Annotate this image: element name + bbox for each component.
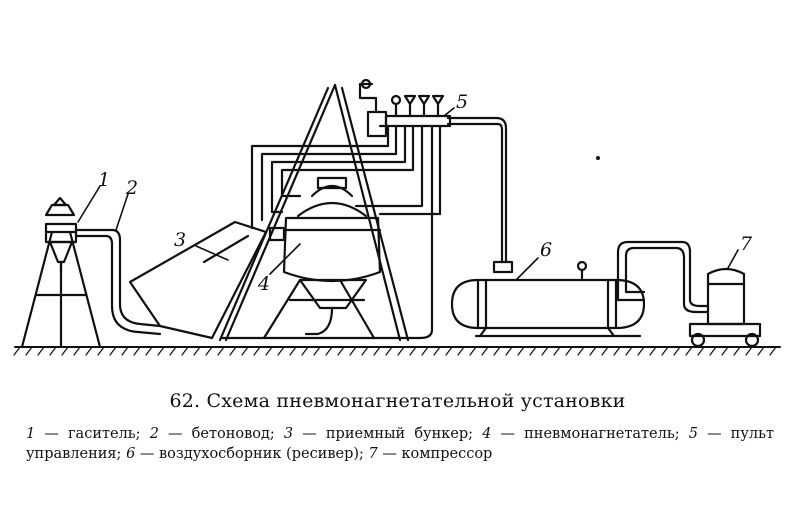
ground-line bbox=[13, 346, 781, 356]
legend-number: 5 bbox=[688, 426, 698, 442]
legend-text: — воздухосборник (ресивер); bbox=[135, 446, 369, 462]
air-line-pipes bbox=[250, 116, 508, 340]
damper-unit bbox=[20, 196, 102, 349]
legend-item: 5 — пульт управления; bbox=[26, 426, 774, 462]
legend-text: — бетоновод; bbox=[158, 426, 284, 442]
compressor-air-pipe bbox=[616, 240, 710, 314]
figure-caption-title: 62. Схема пневмонагнетательной установки bbox=[169, 390, 626, 412]
pneumatic-injector bbox=[218, 83, 422, 342]
callout-7: 7 bbox=[740, 233, 753, 255]
callout-5: 5 bbox=[456, 91, 468, 113]
legend-text: — компрессор bbox=[377, 446, 493, 462]
legend-text: — пульт управления; bbox=[26, 426, 775, 462]
concrete-pipeline bbox=[74, 228, 162, 336]
legend-number: 1 bbox=[26, 426, 36, 442]
legend-number: 4 bbox=[482, 426, 492, 442]
legend-number: 7 bbox=[368, 446, 378, 462]
legend-text: — гаситель; bbox=[35, 426, 150, 442]
air-receiver bbox=[450, 260, 646, 338]
legend-number: 2 bbox=[149, 426, 159, 442]
installation-diagram: 1 2 3 4 5 6 7 bbox=[13, 78, 781, 356]
callout-6: 6 bbox=[540, 239, 552, 261]
legend-item: 2 — бетоновод; bbox=[150, 426, 284, 442]
callout-2: 2 bbox=[125, 177, 138, 199]
legend-item: 7 — компрессор bbox=[369, 446, 493, 462]
legend-item: 4 — пневмонагнетатель; bbox=[482, 426, 689, 442]
compressor bbox=[688, 267, 762, 348]
legend-number: 6 bbox=[126, 446, 136, 462]
legend-text: — приемный бункер; bbox=[293, 426, 483, 442]
control-panel bbox=[358, 78, 452, 138]
figure-legend: 1 — гаситель; 2 — бетоновод; 3 — приемны… bbox=[26, 424, 774, 464]
callout-4: 4 bbox=[257, 273, 270, 295]
legend-number: 3 bbox=[283, 426, 294, 442]
legend-item: 6 — воздухосборник (ресивер); bbox=[126, 446, 368, 462]
callout-3: 3 bbox=[174, 229, 186, 251]
legend-item: 1 — гаситель; bbox=[26, 426, 150, 442]
legend-item: 3 — приемный бункер; bbox=[284, 426, 482, 442]
print-speck bbox=[596, 156, 600, 160]
callout-1: 1 bbox=[98, 169, 110, 191]
receiving-hopper bbox=[128, 220, 268, 340]
callout-leaders bbox=[77, 107, 739, 281]
legend-text: — пневмонагнетатель; bbox=[491, 426, 689, 442]
